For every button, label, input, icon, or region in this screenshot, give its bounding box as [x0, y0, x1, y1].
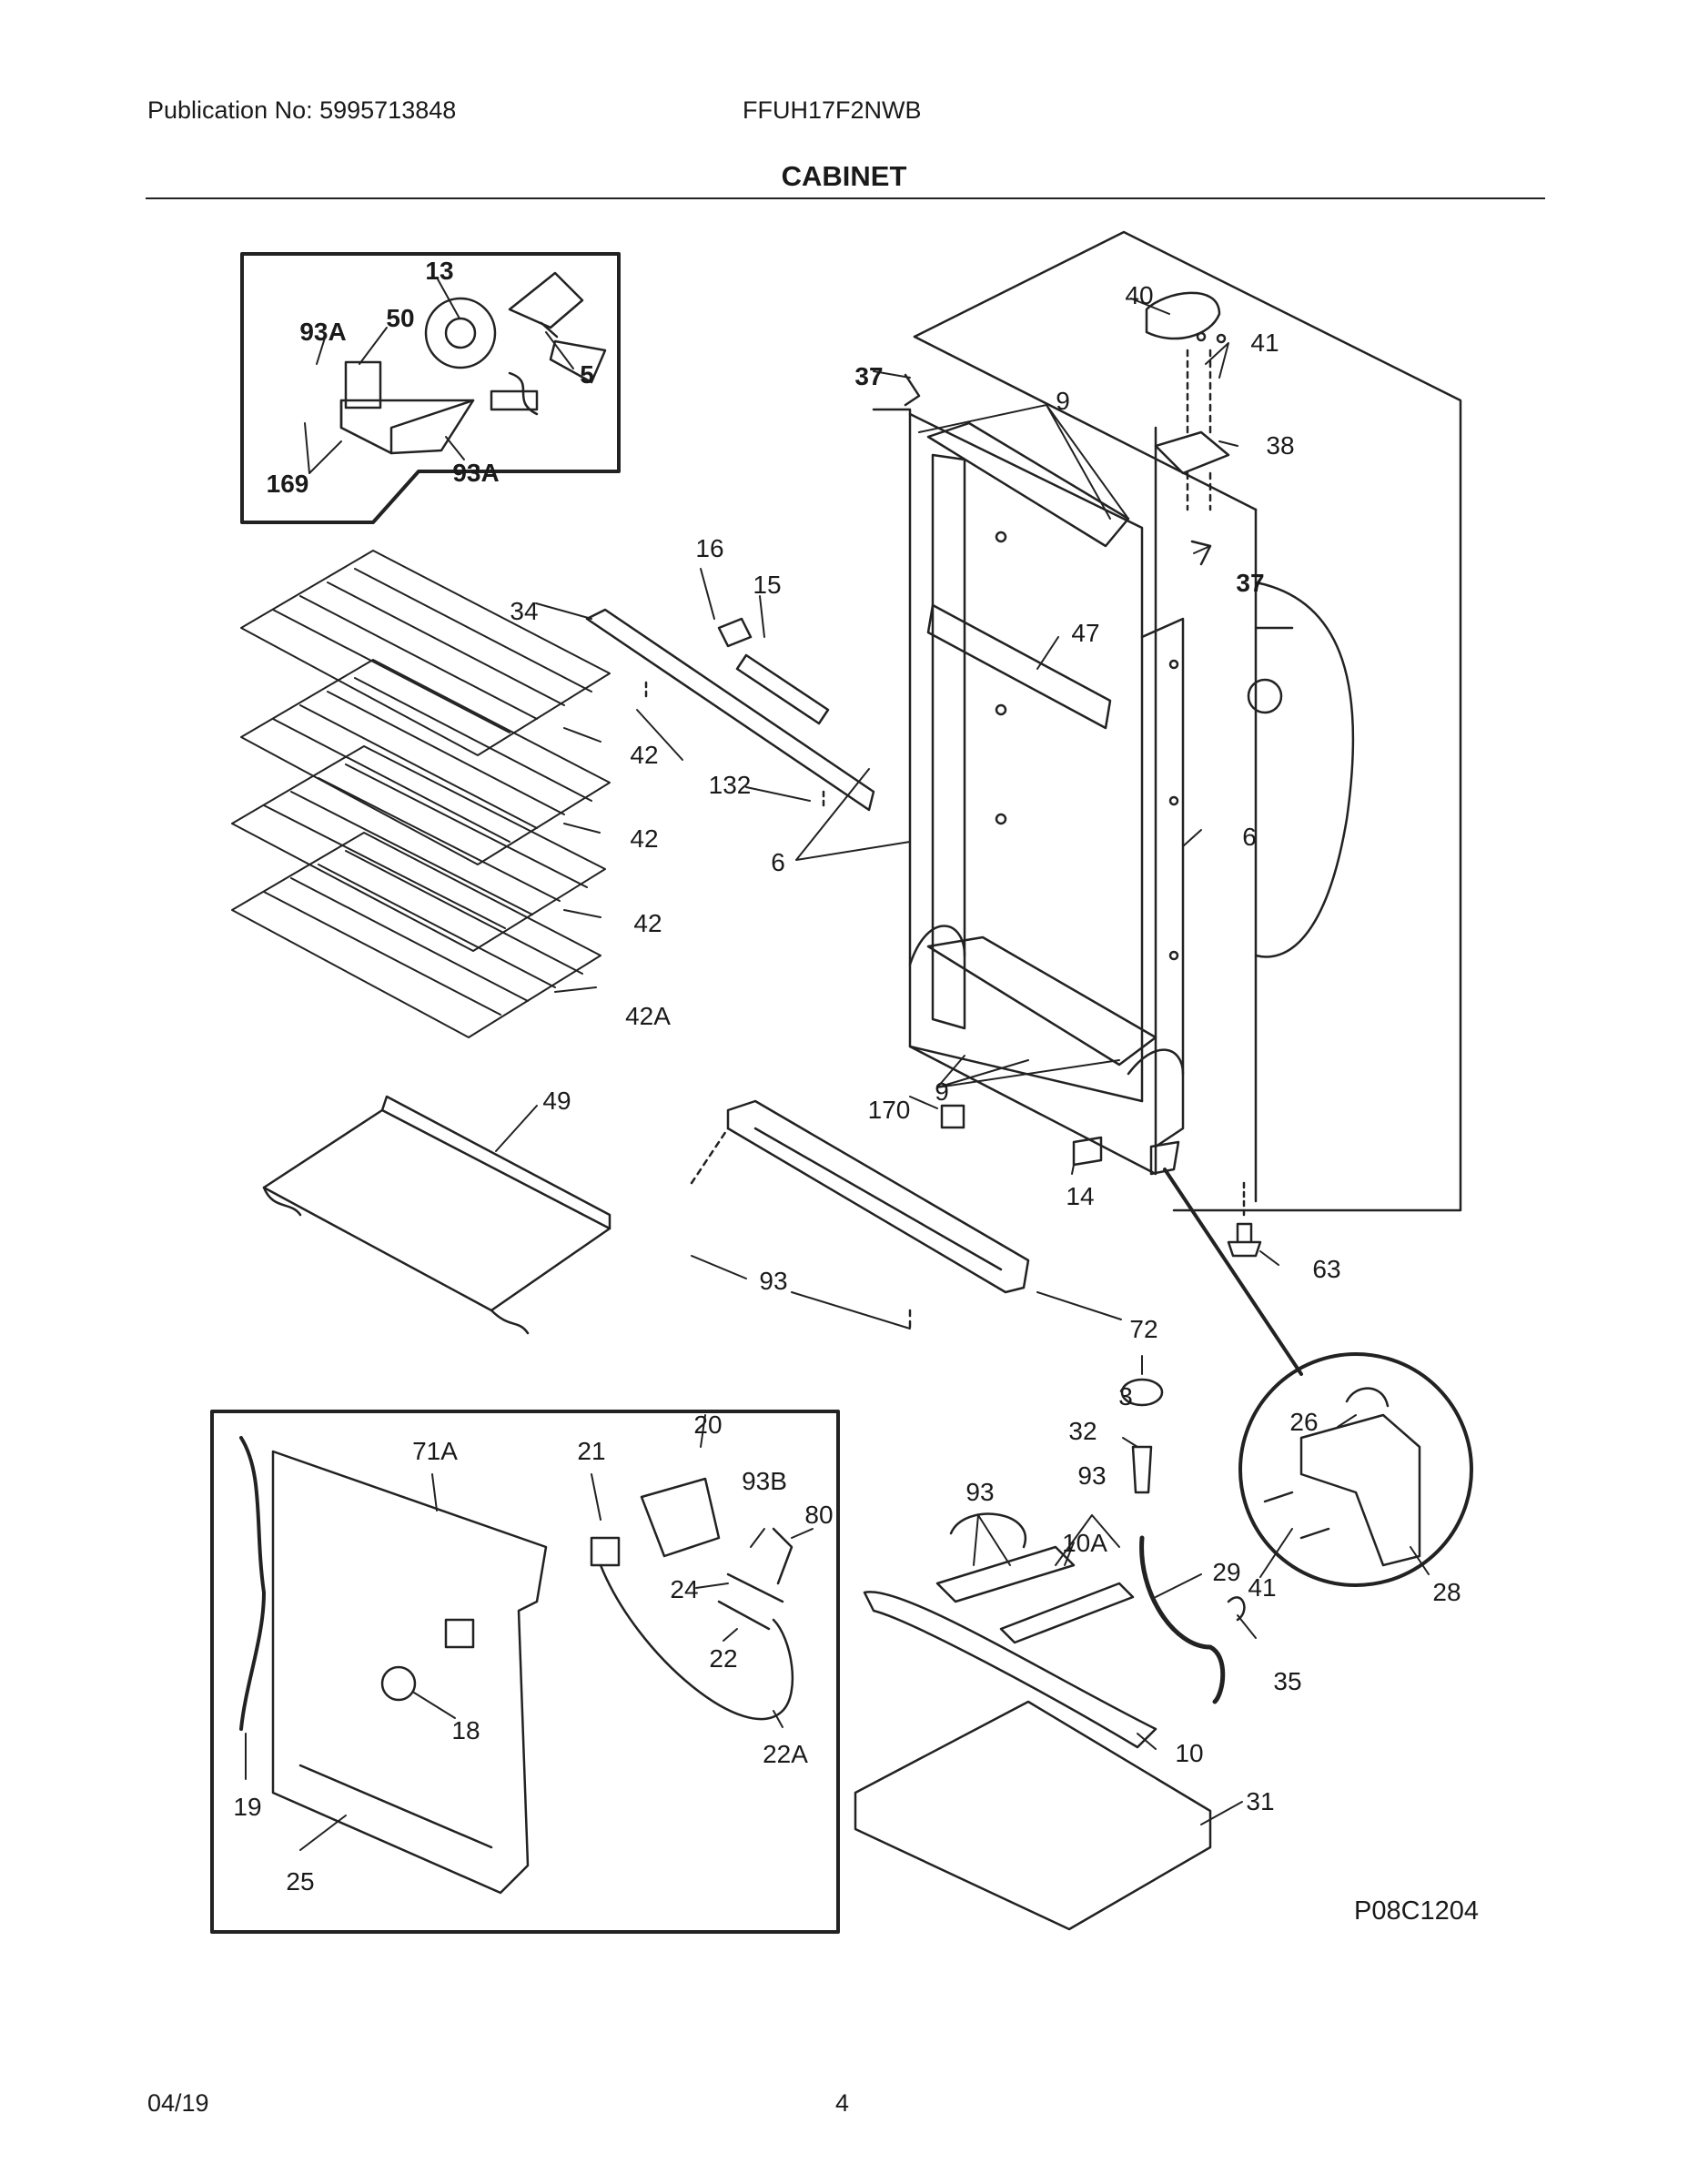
callout-label: 9	[1056, 387, 1070, 415]
callout-label: 93	[965, 1478, 995, 1506]
callout-label: 28	[1432, 1578, 1461, 1606]
callout-label: 169	[266, 470, 309, 498]
kick-plate	[690, 1099, 1030, 1330]
callout-label: 93	[1077, 1461, 1107, 1490]
leveling-leg	[1227, 1222, 1262, 1258]
callout-label: 34	[510, 597, 539, 625]
page-number: 4	[835, 2089, 850, 2117]
callout-label: 5	[580, 360, 594, 389]
callout-label: 6	[771, 848, 785, 876]
rear-panel-inset	[210, 1410, 840, 1934]
callout-label: 19	[233, 1793, 262, 1821]
hinge-detail	[1163, 1168, 1473, 1587]
page-title: CABINET	[781, 160, 907, 192]
callout-label: 14	[1066, 1182, 1095, 1210]
part-14	[1072, 1136, 1103, 1167]
callout-label: 13	[425, 257, 454, 285]
callout-label: 35	[1273, 1667, 1302, 1695]
callout-label: 25	[286, 1867, 315, 1896]
light-assembly	[585, 608, 875, 812]
callout-label: 42A	[625, 1002, 671, 1030]
callout-label: 40	[1125, 281, 1154, 309]
callout-label: 31	[1246, 1787, 1275, 1815]
callout-label: 29	[1212, 1558, 1241, 1586]
callout-label: 37	[854, 362, 884, 390]
callout-label: 93A	[452, 459, 500, 487]
callout-label: 50	[386, 304, 415, 332]
callout-label: 18	[451, 1716, 480, 1744]
callout-label: 3	[1118, 1382, 1133, 1410]
callout-label: 10A	[1062, 1529, 1107, 1557]
callout-label: 41	[1250, 329, 1279, 357]
callout-label: 93	[759, 1267, 788, 1295]
callout-label: 15	[753, 571, 782, 599]
footer-date: 04/19	[147, 2089, 209, 2117]
callout-label: 42	[633, 909, 662, 937]
callout-label: 49	[542, 1087, 571, 1115]
callout-label: 24	[670, 1575, 699, 1603]
callout-label: 93B	[742, 1467, 787, 1495]
callout-label: 63	[1312, 1255, 1341, 1283]
callout-label: 47	[1071, 619, 1100, 647]
callout-label: 32	[1068, 1417, 1097, 1445]
leader-lines	[245, 277, 1430, 1851]
callout-label: 38	[1266, 431, 1295, 460]
basket	[262, 1095, 612, 1335]
callout-label: 22A	[763, 1740, 808, 1768]
callout-label: 42	[630, 741, 659, 769]
callout-label: 16	[695, 534, 724, 562]
callout-label: 80	[804, 1501, 834, 1529]
diagram-code: P08C1204	[1354, 1896, 1480, 1926]
callout-label: 132	[708, 771, 752, 799]
callout-label: 6	[1242, 823, 1257, 851]
callout-label: 71A	[412, 1437, 458, 1465]
callout-label: 22	[709, 1644, 738, 1673]
callout-label: 41	[1248, 1573, 1277, 1602]
publication-number: Publication No: 5995713848	[147, 96, 457, 124]
wire-shelves	[231, 550, 611, 1038]
callout-label: 20	[693, 1410, 723, 1439]
callout-label: 21	[577, 1437, 606, 1465]
callout-label: 26	[1289, 1408, 1319, 1436]
model-number: FFUH17F2NWB	[743, 96, 922, 124]
title-rule	[146, 197, 1545, 199]
callout-label: 37	[1236, 569, 1265, 597]
part-170	[940, 1104, 965, 1129]
callout-label: 93A	[299, 318, 347, 346]
callout-label: 72	[1129, 1315, 1158, 1343]
cabinet-body	[872, 230, 1462, 1212]
callout-label: 42	[630, 824, 659, 853]
callout-label: 170	[867, 1096, 911, 1124]
fan-inset	[240, 252, 621, 524]
callout-label: 10	[1175, 1739, 1204, 1767]
callout-label: 9	[935, 1077, 949, 1106]
drain-pan-assembly	[854, 1378, 1246, 1931]
